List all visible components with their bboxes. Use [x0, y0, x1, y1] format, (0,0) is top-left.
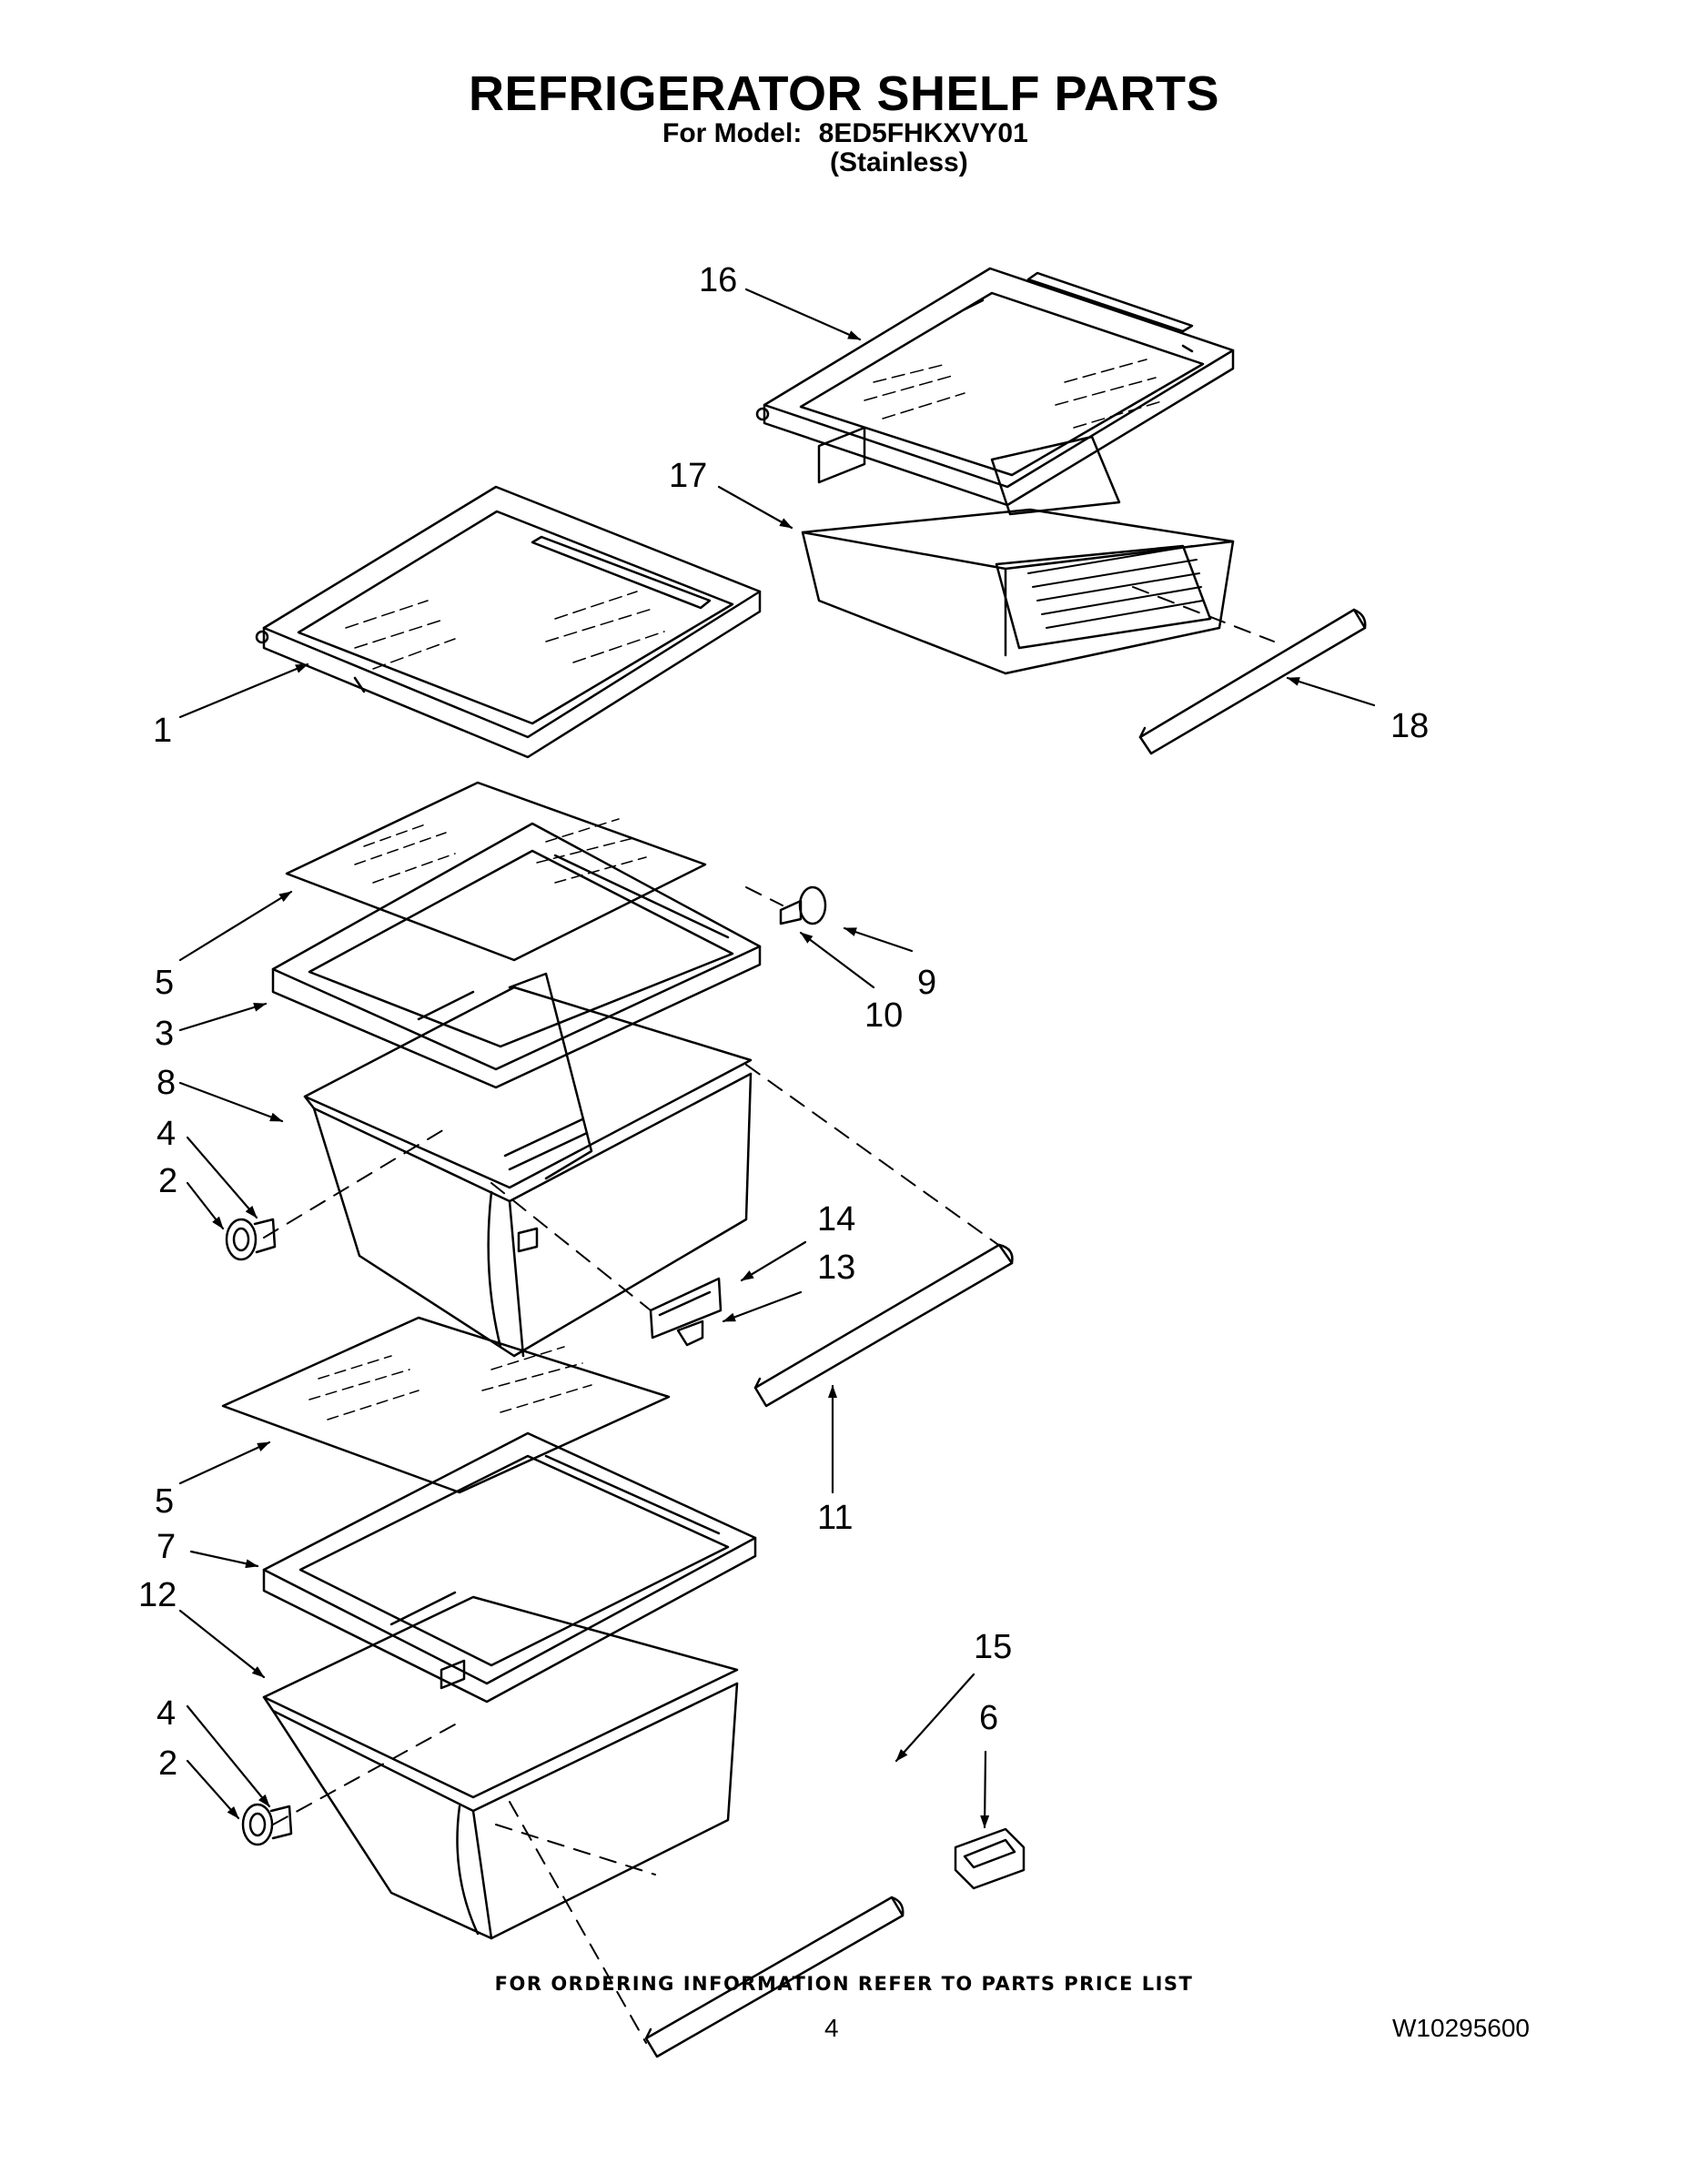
part-13-clip [676, 1320, 704, 1347]
callout-15: 15 [974, 1628, 1012, 1666]
ordering-note: FOR ORDERING INFORMATION REFER TO PARTS … [494, 1973, 1194, 1995]
callout-3: 3 [155, 1015, 174, 1053]
alignment-lines [263, 586, 1275, 2044]
part-6-clip [954, 1827, 1026, 1890]
part-15-drawer-trim [644, 1896, 905, 2058]
callout-18: 18 [1390, 707, 1429, 745]
part-11-drawer-trim [753, 1243, 1014, 1408]
model-label: For Model: [662, 118, 803, 148]
part-5-glass-lower [221, 1316, 671, 1494]
part-9-10-roller [779, 885, 827, 925]
page-title: REFRIGERATOR SHELF PARTS [468, 66, 1220, 121]
part-14-latch [649, 1277, 723, 1340]
callout-5-upper: 5 [155, 964, 174, 1002]
part-3-cover-frame [271, 822, 762, 1089]
callout-2-lower: 2 [158, 1744, 177, 1783]
part-2-4-roller-upper [225, 1218, 277, 1261]
callout-14: 14 [817, 1200, 855, 1239]
callout-11: 11 [817, 1499, 853, 1537]
model-line: For Model: 8ED5FHKXVY01 [662, 118, 1028, 149]
part-2-4-roller-lower [241, 1803, 293, 1846]
part-8-crisper-drawer [303, 972, 753, 1358]
part-1-shelf-frame [255, 485, 762, 759]
callout-8: 8 [157, 1064, 176, 1102]
callout-2-upper: 2 [158, 1162, 177, 1200]
part-12-crisper-drawer [262, 1595, 739, 1940]
part-16-crisper-cover-frame [755, 267, 1235, 507]
callout-6: 6 [979, 1699, 998, 1737]
callout-16: 16 [699, 261, 737, 299]
part-7-cover-frame [262, 1431, 757, 1704]
callout-9: 9 [917, 964, 936, 1002]
part-5-glass-upper [285, 781, 707, 962]
page-number: 4 [824, 2014, 839, 2042]
callout-7: 7 [157, 1528, 176, 1566]
callout-17: 17 [669, 457, 707, 495]
callout-5-lower: 5 [155, 1482, 174, 1521]
callout-4-upper: 4 [157, 1115, 176, 1153]
callout-13: 13 [817, 1249, 855, 1287]
part-18-drawer-trim [1138, 608, 1367, 755]
callout-4-lower: 4 [157, 1694, 176, 1733]
document-number: W10295600 [1392, 2014, 1531, 2042]
callout-numbers: 16 17 18 1 5 3 8 4 2 9 10 14 13 11 5 7 1… [138, 261, 1429, 1783]
finish-label: (Stainless) [830, 147, 968, 177]
callout-12: 12 [138, 1576, 177, 1614]
leader-lines [178, 288, 1376, 1829]
callout-10: 10 [864, 996, 903, 1035]
callout-1: 1 [153, 712, 172, 750]
model-number: 8ED5FHKXVY01 [818, 118, 1028, 148]
part-17-crisper-drawer [801, 435, 1235, 675]
